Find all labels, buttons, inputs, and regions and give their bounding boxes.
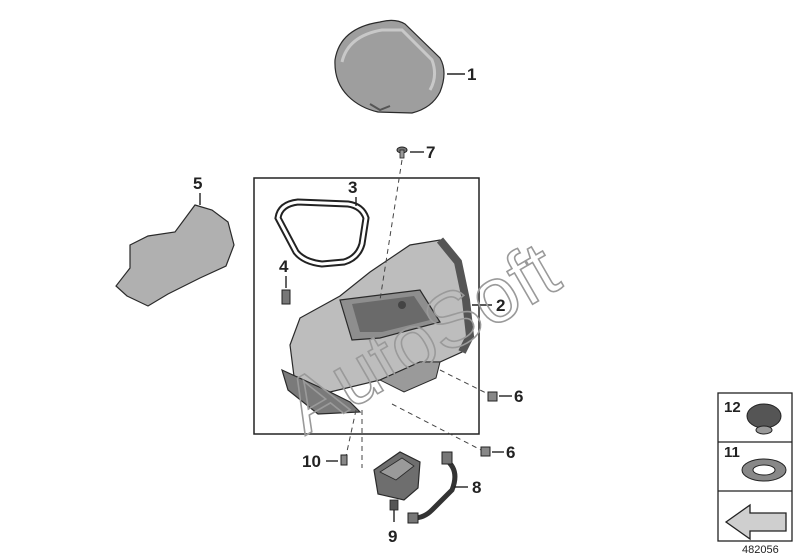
washer-icon — [741, 458, 787, 482]
part-gasket — [274, 198, 370, 268]
part-clip — [281, 289, 291, 305]
part-mat — [115, 204, 235, 307]
dash-7 — [379, 159, 403, 301]
callout-2: 2 — [496, 296, 505, 315]
part-tray — [281, 237, 475, 415]
arrow-icon — [724, 503, 787, 541]
part-cable — [407, 451, 458, 524]
part-screw-6a — [487, 391, 498, 402]
legend-item-12: 12 — [724, 399, 741, 416]
part-screw-10 — [340, 454, 348, 466]
document-number: 482056 — [742, 544, 779, 556]
legend-item-11: 11 — [724, 444, 740, 461]
assembly-frame — [253, 177, 480, 435]
part-screw-6b — [480, 446, 491, 457]
dash-6a — [439, 369, 489, 395]
callout-4: 4 — [279, 257, 289, 276]
callout-3: 3 — [348, 178, 357, 197]
dash-6b — [391, 403, 482, 451]
callout-6b: 6 — [506, 443, 515, 462]
callout-10: 10 — [302, 452, 321, 471]
callout-8: 8 — [472, 478, 481, 497]
callout-1: 1 — [467, 65, 476, 84]
callout-5: 5 — [193, 174, 202, 193]
grommet-icon — [746, 403, 782, 435]
callout-7: 7 — [426, 143, 435, 162]
part-screw-7 — [396, 146, 408, 159]
part-cover — [334, 19, 445, 114]
callout-6a: 6 — [514, 387, 523, 406]
part-connector — [373, 451, 421, 511]
callout-9: 9 — [388, 527, 397, 546]
dash-10 — [345, 409, 357, 457]
